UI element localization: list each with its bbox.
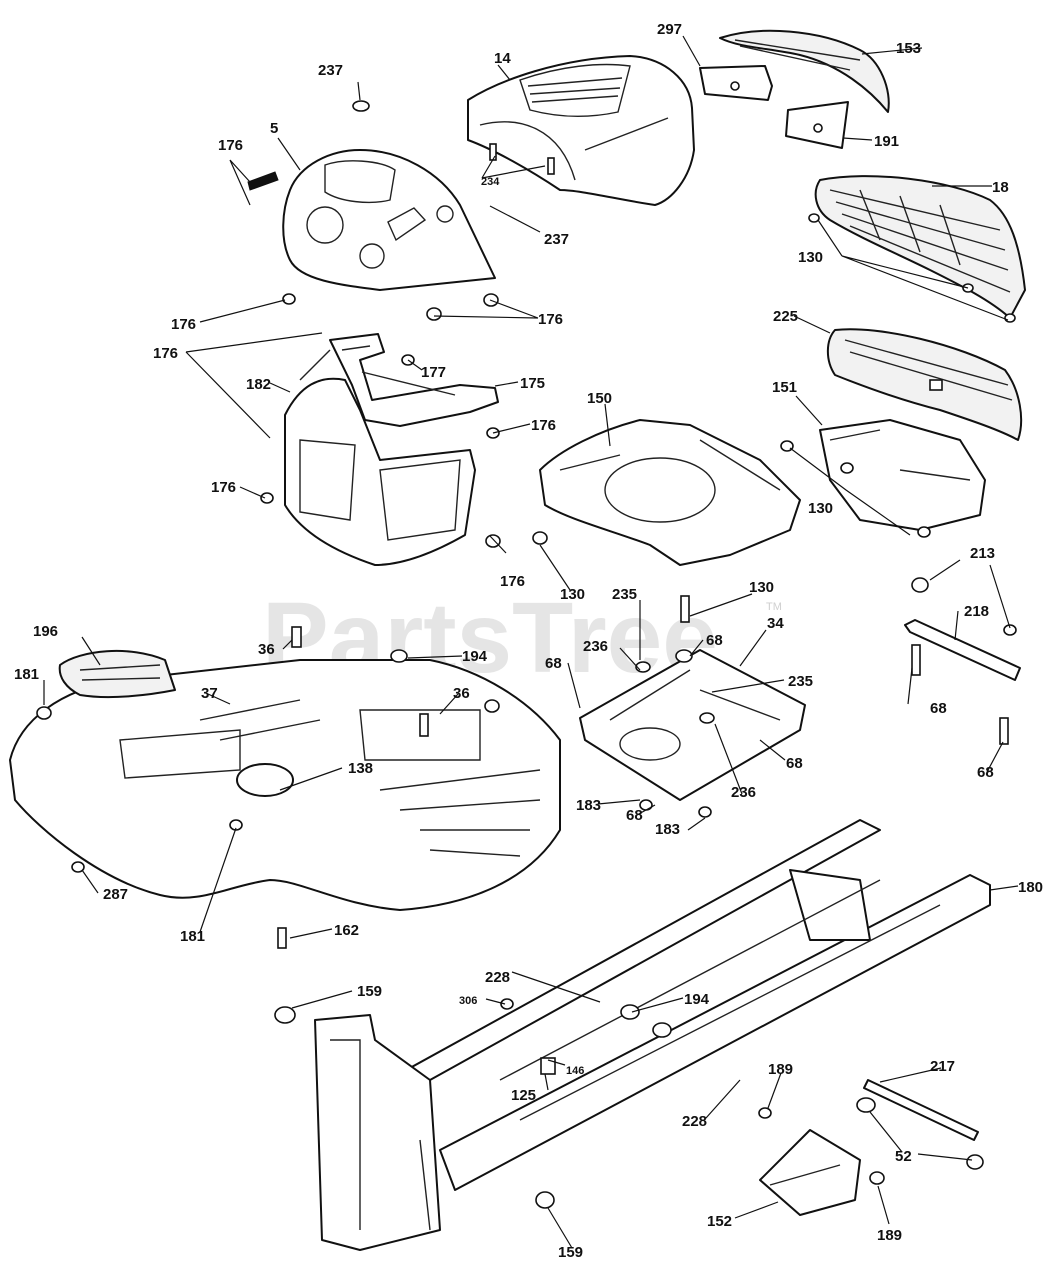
callout-130[interactable]: 130 [749,579,774,596]
callout-177[interactable]: 177 [421,364,446,381]
part-axle-rod[interactable] [856,1079,984,1170]
callout-235[interactable]: 235 [788,673,813,690]
callout-52[interactable]: 52 [895,1148,912,1165]
callout-130[interactable]: 130 [560,586,585,603]
callout-176[interactable]: 176 [531,417,556,434]
callout-228[interactable]: 228 [682,1113,707,1130]
callout-34[interactable]: 34 [767,615,784,632]
callout-150[interactable]: 150 [587,390,612,407]
part-light-cover[interactable] [785,101,849,149]
callout-176[interactable]: 176 [500,573,525,590]
callout-68[interactable]: 68 [626,807,643,824]
callout-68[interactable]: 68 [977,764,994,781]
callout-297[interactable]: 297 [657,21,682,38]
callout-235[interactable]: 235 [612,586,637,603]
part-grille[interactable] [814,175,1026,319]
callout-194[interactable]: 194 [684,991,710,1008]
callout-182[interactable]: 182 [246,376,271,393]
part-dash-panel[interactable] [247,149,496,291]
callout-130[interactable]: 130 [808,500,833,517]
callout-237[interactable]: 237 [544,231,569,248]
part-light-block[interactable] [699,65,773,101]
callout-181[interactable]: 181 [180,928,205,945]
callout-176[interactable]: 176 [153,345,178,362]
callout-225[interactable]: 225 [773,308,798,325]
callout-146[interactable]: 146 [566,1065,584,1077]
callout-306[interactable]: 306 [459,995,477,1007]
callout-14[interactable]: 14 [494,50,511,67]
callout-176[interactable]: 176 [211,479,236,496]
callout-183[interactable]: 183 [655,821,680,838]
callout-151[interactable]: 151 [772,379,797,396]
callout-191[interactable]: 191 [874,133,899,150]
callout-237[interactable]: 237 [318,62,343,79]
callout-196[interactable]: 196 [33,623,58,640]
part-headlight-lens[interactable] [719,29,890,113]
callout-5[interactable]: 5 [270,120,278,137]
callout-162[interactable]: 162 [334,922,359,939]
leader-lines [43,35,1019,1249]
callout-175[interactable]: 175 [520,375,545,392]
callout-287[interactable]: 287 [103,886,128,903]
part-lower-dash-housing[interactable] [284,349,476,566]
callout-138[interactable]: 138 [348,760,373,777]
callout-181[interactable]: 181 [14,666,39,683]
callout-68[interactable]: 68 [786,755,803,772]
callout-37[interactable]: 37 [201,685,218,702]
callout-68[interactable]: 68 [930,700,947,717]
callout-228[interactable]: 228 [485,969,510,986]
callout-180[interactable]: 180 [1018,879,1043,896]
callout-176[interactable]: 176 [218,137,243,154]
callout-176[interactable]: 176 [171,316,196,333]
callout-217[interactable]: 217 [930,1058,955,1075]
callout-18[interactable]: 18 [992,179,1009,196]
callout-68[interactable]: 68 [706,632,723,649]
callout-labels: 237 14 297 153 5 176 234 191 237 18 130 … [14,21,1043,1261]
callout-183[interactable]: 183 [576,797,601,814]
callout-153[interactable]: 153 [896,40,921,57]
part-bumper[interactable] [826,328,1023,441]
callout-159[interactable]: 159 [357,983,382,1000]
callout-68[interactable]: 68 [545,655,562,672]
callout-189[interactable]: 189 [877,1227,902,1244]
hardware-fasteners [36,100,1017,1209]
callout-189[interactable]: 189 [768,1061,793,1078]
callout-176[interactable]: 176 [538,311,563,328]
callout-236[interactable]: 236 [731,784,756,801]
callout-125[interactable]: 125 [511,1087,536,1104]
callout-236[interactable]: 236 [583,638,608,655]
callout-234[interactable]: 234 [481,176,500,188]
callout-218[interactable]: 218 [964,603,989,620]
callout-159[interactable]: 159 [558,1244,583,1261]
part-bumper-bracket[interactable] [819,419,986,531]
callout-194[interactable]: 194 [462,648,488,665]
callout-152[interactable]: 152 [707,1213,732,1230]
callout-213[interactable]: 213 [970,545,995,562]
part-seat-switch-cover[interactable] [58,650,176,699]
callout-130[interactable]: 130 [798,249,823,266]
part-engine-plate[interactable] [579,649,806,801]
callout-36[interactable]: 36 [453,685,470,702]
part-step-plate[interactable] [759,1129,861,1216]
part-engine-mount-frame[interactable] [539,419,801,566]
part-cross-bracket[interactable] [904,619,1021,681]
part-hood[interactable] [467,55,695,206]
part-frame-rail[interactable] [314,819,991,1251]
trademark-mark: TM [766,601,782,613]
callout-36[interactable]: 36 [258,641,275,658]
